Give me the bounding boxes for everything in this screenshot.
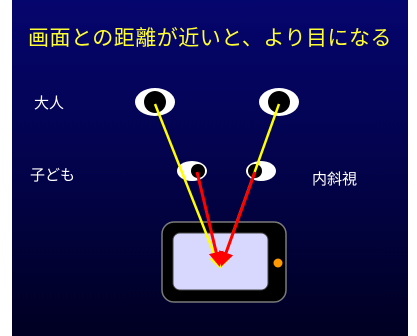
child-right-eye-icon: [246, 161, 276, 181]
adult-right-eye-icon: [259, 88, 299, 116]
slide-title: 画面との距離が近いと、より目になる: [27, 26, 393, 50]
adult-left-sightline: [153, 103, 222, 269]
eye-convergence-diagram: [135, 88, 299, 303]
child-right-sightline: [218, 171, 257, 267]
child-left-sightline: [195, 171, 224, 267]
adult-left-eye-icon: [135, 88, 175, 116]
label-adult: 大人: [34, 94, 65, 112]
label-strabismus: 内斜視: [312, 170, 358, 188]
slide: 画面との距離が近いと、より目になる 大人 子ども 内斜視: [12, 0, 408, 336]
label-child: 子ども: [30, 166, 76, 184]
